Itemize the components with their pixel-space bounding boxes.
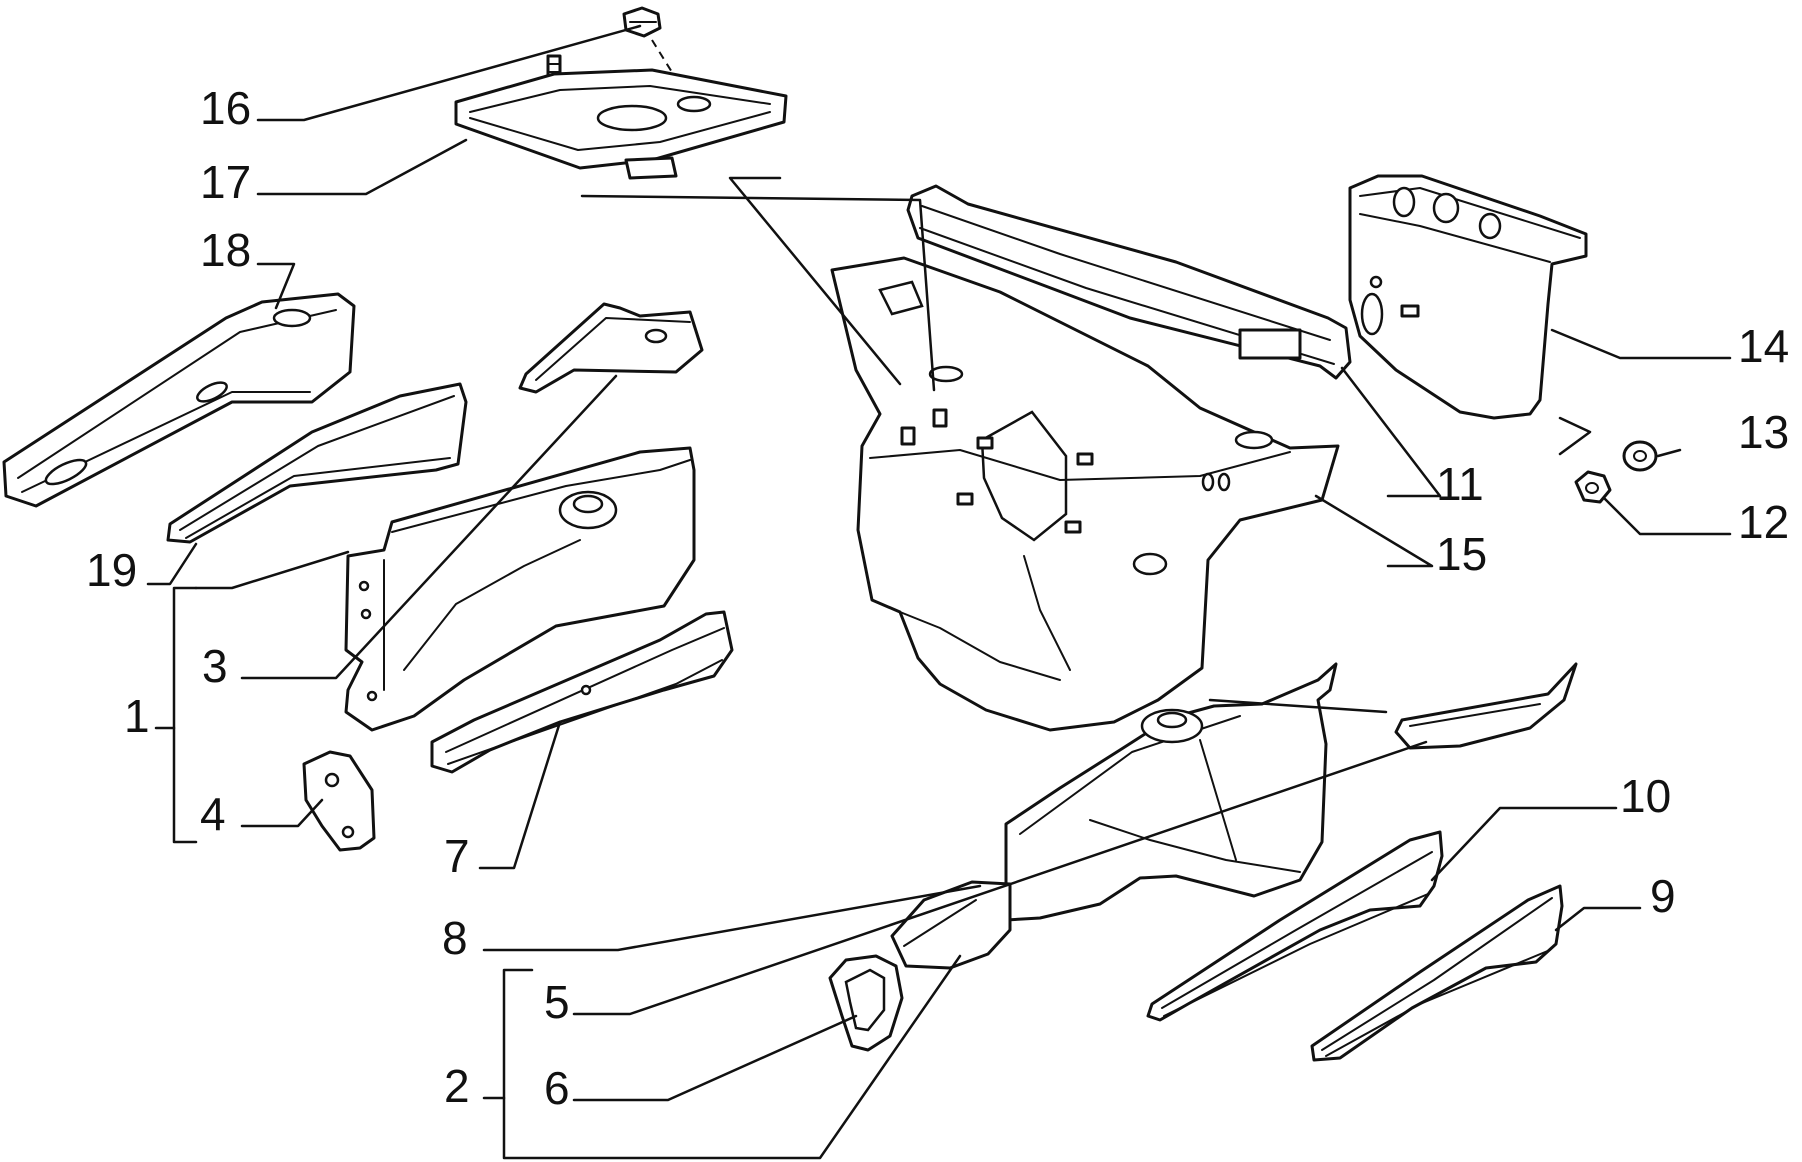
callout-19: 19 <box>86 544 137 596</box>
callout-1: 1 <box>124 690 150 742</box>
part-13-nut <box>1622 440 1658 472</box>
callout-3: 3 <box>202 640 228 692</box>
leader-9 <box>1554 906 1642 932</box>
part-1-left-wheelhouse <box>344 446 696 732</box>
part-4-small-plate <box>302 750 376 852</box>
part-5-arm <box>1394 662 1578 750</box>
callout-5: 5 <box>544 976 570 1028</box>
part-10-sill <box>1146 830 1444 1022</box>
callout-8: 8 <box>442 912 468 964</box>
leader-17 <box>256 138 468 196</box>
leader-11 <box>1340 366 1442 498</box>
leader-18 <box>256 262 296 310</box>
leader-2-top <box>1208 698 1388 714</box>
leader-4 <box>240 798 324 828</box>
leader-lines <box>146 24 1732 1160</box>
part-17-battery-tray <box>454 68 788 180</box>
part-9-sill <box>1310 884 1564 1062</box>
leader-15 <box>1314 494 1434 568</box>
leader-5 <box>572 740 1428 1016</box>
leader-15b <box>580 194 936 392</box>
leader-13 <box>1656 448 1682 458</box>
leader-6 <box>572 1014 858 1102</box>
leader-19 <box>146 542 198 586</box>
part-14-shock-tower <box>1348 174 1588 420</box>
leader-7 <box>478 720 562 870</box>
callout-2: 2 <box>444 1060 470 1112</box>
callout-7: 7 <box>444 830 470 882</box>
part-19-side-strip <box>166 382 468 544</box>
leader-10 <box>1430 806 1618 882</box>
callout-18: 18 <box>200 224 251 276</box>
part-8-bracket <box>890 880 1012 970</box>
leader-1-top <box>194 550 350 590</box>
part-3-bracket <box>518 302 704 394</box>
leader-14b <box>1558 416 1592 456</box>
callout-6: 6 <box>544 1062 570 1114</box>
callout-10: 10 <box>1620 770 1671 822</box>
callout-17: 17 <box>200 156 251 208</box>
bracket-2 <box>502 954 962 1160</box>
part-15-firewall <box>830 256 1340 732</box>
part-2-right-wheelhouse <box>1004 662 1338 922</box>
bracket-1 <box>172 586 198 844</box>
leader-14 <box>1550 328 1732 360</box>
callout-14: 14 <box>1738 320 1789 372</box>
callout-11: 11 <box>1436 458 1484 510</box>
leader-15c <box>728 176 902 386</box>
leader-3 <box>240 374 618 680</box>
part-6-small-plate <box>828 954 904 1052</box>
part-12-nut <box>1574 470 1612 504</box>
leader-8 <box>482 884 982 952</box>
leader-16 <box>256 24 642 122</box>
callout-9: 9 <box>1650 870 1676 922</box>
part-7-lower-member <box>430 610 734 774</box>
callout-16: 16 <box>200 82 251 134</box>
part-18-upper-rail <box>2 292 356 508</box>
callouts: 16 17 18 19 3 1 4 7 8 5 2 6 10 9 14 13 1… <box>86 82 1789 1114</box>
callout-13: 13 <box>1738 406 1789 458</box>
leader-12 <box>1602 496 1732 536</box>
callout-15: 15 <box>1436 528 1487 580</box>
callout-12: 12 <box>1738 496 1789 548</box>
callout-4: 4 <box>200 788 226 840</box>
